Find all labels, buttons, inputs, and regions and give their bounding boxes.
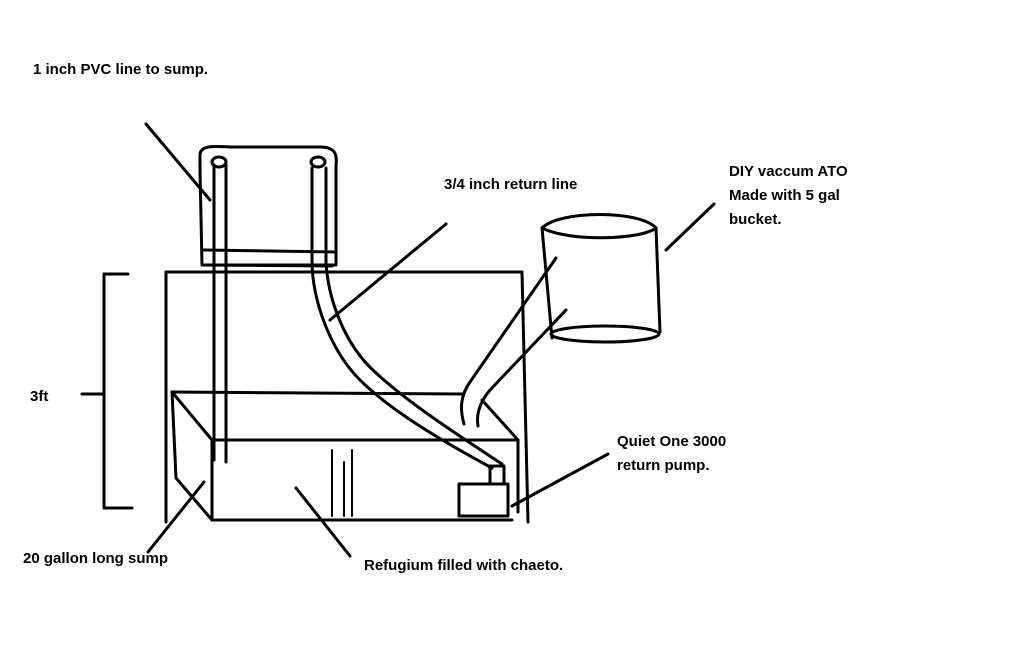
ato-bucket xyxy=(540,213,662,344)
leader-lines xyxy=(144,122,716,558)
ato-leader xyxy=(664,202,716,252)
ato-label-line2: Made with 5 gal xyxy=(729,187,840,204)
pump-leader xyxy=(510,452,610,508)
height-bracket xyxy=(80,272,134,510)
sump-leader xyxy=(146,480,206,554)
refugium-leader xyxy=(294,486,352,558)
sump-tank xyxy=(170,390,520,522)
ato-label-line1: DIY vaccum ATO xyxy=(729,163,848,180)
sump-label: 20 gallon long sump xyxy=(23,550,169,567)
refugium-baffles xyxy=(331,449,353,517)
refugium-label: Refugium filled with chaeto. xyxy=(364,557,564,574)
pump-label-line1: Quiet One 3000 xyxy=(617,433,727,450)
overflow-box xyxy=(198,144,338,268)
return-line-tube xyxy=(310,166,504,470)
return-leader xyxy=(328,222,448,322)
pvc-line-label: 1 inch PVC line to sump. xyxy=(33,61,209,78)
pump-label-line2: return pump. xyxy=(617,457,710,474)
ato-label-line3: bucket. xyxy=(729,211,782,228)
pvc-drain-line xyxy=(212,163,228,464)
height-label: 3ft xyxy=(30,388,49,405)
ato-tubing xyxy=(460,256,568,428)
return-pump xyxy=(457,464,510,518)
return-line-label: 3/4 inch return line xyxy=(444,176,578,193)
pvc-leader xyxy=(144,122,212,202)
